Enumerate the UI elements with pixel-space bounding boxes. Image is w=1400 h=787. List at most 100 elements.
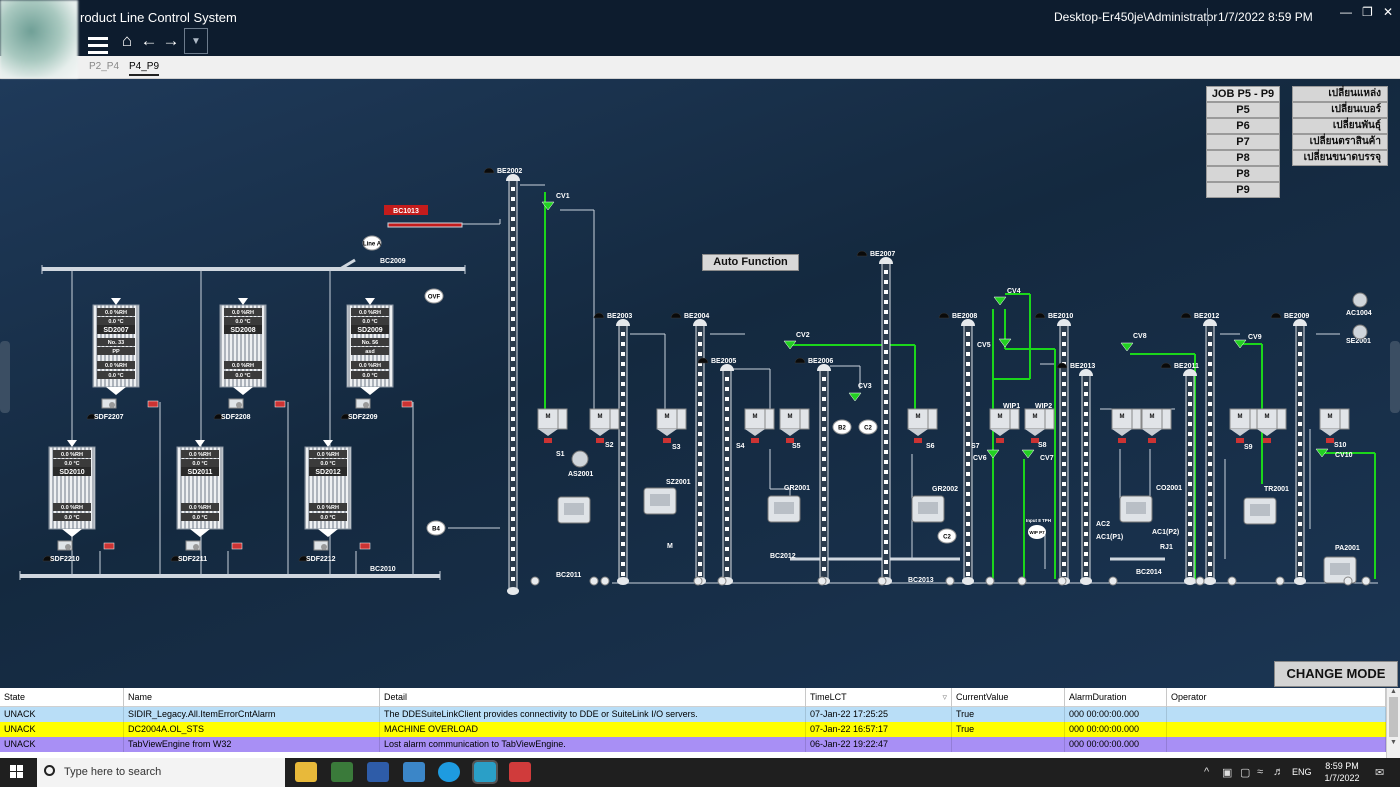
close-icon[interactable]: ✕ [1383, 5, 1394, 19]
alarm-bell-icon[interactable] [856, 250, 868, 257]
storage-bin[interactable]: M [779, 408, 810, 443]
job-row[interactable]: P6 [1206, 118, 1280, 134]
alarm-bell-icon[interactable] [340, 413, 352, 420]
bucket-elevator[interactable] [1079, 369, 1093, 585]
job-row[interactable]: P8 [1206, 166, 1280, 182]
valve-icon[interactable] [996, 438, 1004, 443]
diverter-valve-icon[interactable] [1233, 339, 1247, 349]
bucket-elevator[interactable] [1293, 319, 1307, 585]
wifi-icon[interactable]: ≈ [1257, 766, 1264, 778]
dropdown-icon[interactable]: ▼ [184, 28, 208, 54]
app-icon[interactable] [331, 762, 353, 782]
alarm-bell-icon[interactable] [697, 357, 709, 364]
valve-icon[interactable] [786, 438, 794, 443]
notification-icon[interactable]: ✉ [1375, 767, 1385, 779]
storage-bin[interactable]: M [1256, 408, 1287, 443]
minimize-icon[interactable]: — [1340, 5, 1352, 19]
fan-icon[interactable] [571, 450, 589, 468]
feeder-unit[interactable] [313, 540, 329, 551]
scroll-down-icon[interactable]: ▼ [1390, 739, 1397, 746]
diverter-valve-icon[interactable] [993, 296, 1007, 306]
valve-icon[interactable] [1236, 438, 1244, 443]
sort-icon[interactable]: ▿ [942, 692, 947, 702]
alarm-bell-icon[interactable] [1180, 312, 1192, 319]
bucket-elevator[interactable] [817, 364, 831, 585]
storage-bin[interactable]: M [589, 408, 620, 443]
alarm-scrollbar[interactable]: ▲ ▼ [1386, 688, 1400, 758]
diverter-valve-icon[interactable] [986, 449, 1000, 459]
feeder-unit[interactable] [185, 540, 201, 551]
job-row[interactable]: P9 [1206, 182, 1280, 198]
storage-bin[interactable]: M [907, 408, 938, 443]
valve-icon[interactable] [914, 438, 922, 443]
valve-icon[interactable] [103, 542, 115, 550]
bucket-elevator[interactable] [1057, 319, 1071, 585]
diverter-valve-icon[interactable] [541, 201, 555, 211]
valve-icon[interactable] [544, 438, 552, 443]
file-explorer-icon[interactable] [295, 762, 317, 782]
valve-icon[interactable] [274, 400, 286, 408]
tray-icon[interactable]: ▣ [1222, 767, 1233, 779]
discharge-valve-icon[interactable] [1195, 576, 1205, 586]
restore-icon[interactable]: ❐ [1362, 5, 1373, 19]
discharge-valve-icon[interactable] [1227, 576, 1237, 586]
fan-icon[interactable] [1352, 324, 1368, 340]
gravity-separator[interactable] [767, 495, 801, 523]
gravity-separator[interactable] [911, 495, 945, 523]
discharge-valve-icon[interactable] [817, 576, 827, 586]
valve-icon[interactable] [1118, 438, 1126, 443]
change-pack-size-button[interactable]: เปลี่ยนขนาดบรรจุ [1292, 150, 1388, 166]
job-row[interactable]: P7 [1206, 134, 1280, 150]
valve-icon[interactable] [1031, 438, 1039, 443]
storage-bin[interactable]: M [1319, 408, 1350, 443]
discharge-valve-icon[interactable] [945, 576, 955, 586]
storage-bin[interactable]: M [1024, 408, 1055, 443]
discharge-valve-icon[interactable] [1343, 576, 1353, 586]
diverter-valve-icon[interactable] [848, 392, 862, 402]
col-name[interactable]: Name [124, 688, 380, 707]
fan-icon[interactable] [1352, 292, 1368, 308]
discharge-valve-icon[interactable] [1361, 576, 1371, 586]
discharge-valve-icon[interactable] [1275, 576, 1285, 586]
diverter-valve-icon[interactable] [783, 340, 797, 350]
conveyor-bc1013[interactable] [387, 222, 463, 228]
feeder-unit[interactable] [228, 398, 244, 409]
diverter-valve-icon[interactable] [1021, 449, 1035, 459]
storage-bin[interactable]: M [1141, 408, 1172, 443]
circle-tag[interactable]: OVF [424, 288, 444, 304]
change-brand-button[interactable]: เปลี่ยนตราสินค้า [1292, 134, 1388, 150]
volume-icon[interactable]: ♬ [1273, 766, 1284, 778]
storage-bin[interactable]: M [744, 408, 775, 443]
discharge-valve-icon[interactable] [717, 576, 727, 586]
tray-icon[interactable]: ▢ [1240, 767, 1251, 779]
alarm-bell-icon[interactable] [1034, 312, 1046, 319]
diverter-valve-icon[interactable] [998, 338, 1012, 348]
col-detail[interactable]: Detail [380, 688, 806, 707]
wip-indicator[interactable]: WIP P7 [1028, 525, 1046, 539]
bucket-elevator[interactable] [961, 319, 975, 585]
alarm-bell-icon[interactable] [593, 312, 605, 319]
feeder-unit[interactable] [101, 398, 117, 409]
storage-bin[interactable]: M [537, 408, 568, 443]
storage-bin[interactable]: M [1111, 408, 1142, 443]
discharge-valve-icon[interactable] [1057, 576, 1067, 586]
valve-icon[interactable] [359, 542, 371, 550]
feeder-unit[interactable] [57, 540, 73, 551]
alarm-bell-icon[interactable] [42, 555, 54, 562]
chevron-up-icon[interactable]: ^ [1204, 766, 1210, 778]
alarm-bell-icon[interactable] [794, 357, 806, 364]
alarm-bell-icon[interactable] [86, 413, 98, 420]
storage-bin[interactable]: M [656, 408, 687, 443]
scroll-up-icon[interactable]: ▲ [1390, 688, 1397, 695]
storage-bin[interactable]: M [989, 408, 1020, 443]
col-alarm-duration[interactable]: AlarmDuration [1065, 688, 1167, 707]
change-mode-button[interactable]: CHANGE MODE [1274, 661, 1398, 687]
app-icon[interactable] [367, 762, 389, 782]
discharge-valve-icon[interactable] [600, 576, 610, 586]
